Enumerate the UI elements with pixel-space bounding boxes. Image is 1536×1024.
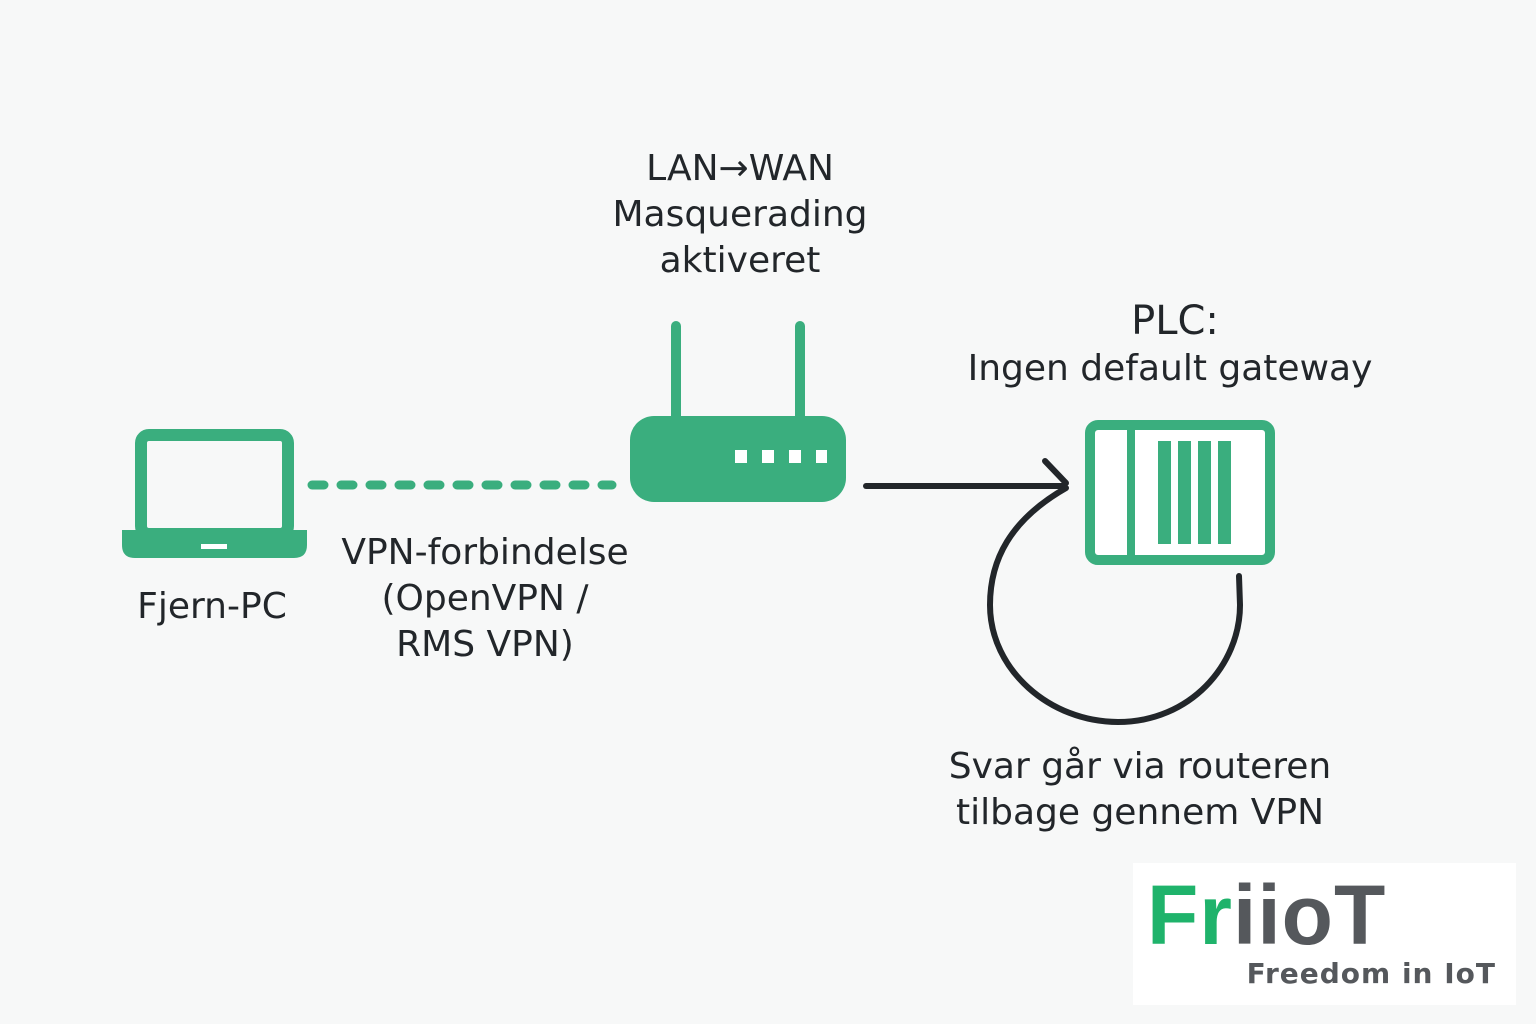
friiot-logo: FriioT Freedom in IoT: [1133, 863, 1516, 1005]
logo-wordmark-green: Fr: [1147, 868, 1233, 962]
vpn-label-line: (OpenVPN /: [381, 578, 589, 619]
vpn-label: VPN-forbindelse (OpenVPN / RMS VPN): [310, 530, 660, 668]
router-label-line: LAN→WAN: [646, 148, 834, 189]
router-icon: [630, 321, 846, 502]
plc-icon: [1085, 420, 1275, 565]
logo-wordmark-gray: iioT: [1233, 868, 1387, 962]
laptop-icon: [122, 429, 307, 558]
reply-loop-arrow: [986, 485, 1244, 726]
vpn-label-line: VPN-forbindelse: [341, 532, 629, 573]
vpn-label-line: RMS VPN): [396, 624, 574, 665]
router-label: LAN→WAN Masquerading aktiveret: [560, 146, 920, 284]
router-label-line: aktiveret: [659, 240, 821, 281]
router-to-plc-arrow: [863, 458, 1069, 489]
logo-wordmark: FriioT: [1147, 867, 1386, 963]
reply-label-line: Svar går via routeren: [948, 746, 1332, 787]
logo-tagline: Freedom in IoT: [1246, 957, 1496, 990]
reply-label: Svar går via routeren tilbage gennem VPN: [930, 744, 1350, 836]
pc-label: Fjern-PC: [137, 586, 287, 627]
router-label-line: Masquerading: [612, 194, 868, 235]
plc-title: PLC:: [1131, 298, 1219, 344]
plc-subtitle: Ingen default gateway: [967, 348, 1373, 389]
reply-label-line: tilbage gennem VPN: [955, 792, 1325, 833]
